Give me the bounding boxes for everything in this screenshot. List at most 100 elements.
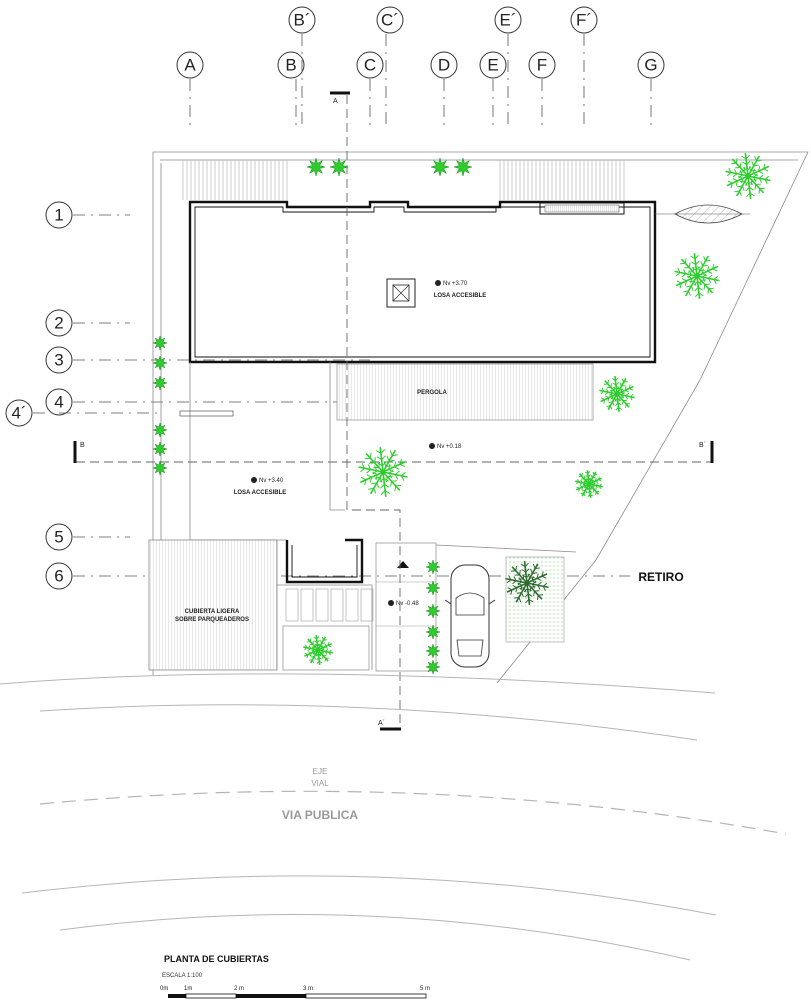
railing-left — [182, 160, 288, 200]
pergola: PERGOLA — [336, 363, 594, 421]
road-axis-line2: VIAL — [311, 779, 329, 788]
parking-stall — [360, 588, 374, 622]
driveway-level: Nv -0.48 — [396, 601, 419, 607]
section-a-end: A´ — [378, 720, 385, 727]
tree-icon — [303, 635, 333, 665]
parking-light-roof: CUBIERTA LIGERA SOBRE PARQUEADEROS — [148, 539, 278, 671]
grid-column-b: B — [277, 51, 305, 130]
section-b-end: B´ — [699, 442, 706, 449]
road-name: VIA PUBLICA — [282, 808, 359, 822]
grid-row-5: 5 — [45, 523, 130, 551]
tree-icon — [674, 253, 720, 299]
grid-column-c: C — [356, 51, 384, 130]
grid-row-label: 4 — [54, 393, 63, 412]
level-mark-lower-roof: Nv +3.40 — [251, 477, 284, 484]
parking-roof-line1: CUBIERTA LIGERA — [185, 609, 240, 615]
grid-row-label: 4´ — [11, 404, 26, 423]
section-line-a: A A´ — [330, 91, 401, 731]
grid-column-label: D — [438, 56, 450, 75]
tree-icon — [358, 447, 408, 497]
grid-column-label: C — [364, 56, 376, 75]
grid-column-label: B — [285, 56, 296, 75]
main-roof-level: Nv +3.70 — [443, 281, 468, 287]
vegetation — [152, 153, 771, 675]
shrub-icon — [425, 559, 441, 575]
grid-column-a: A — [176, 51, 204, 130]
section-line-b: B B´ — [73, 441, 714, 463]
grid-column-g: G — [637, 51, 665, 130]
shrub-icon — [425, 643, 441, 659]
parking-stalls — [285, 588, 374, 622]
grid-column-label: A — [184, 56, 196, 75]
grid-columns: A B B´ C C´ D E E´ F F´ G — [176, 6, 665, 130]
shrub-icon — [152, 441, 168, 457]
parking-stall — [345, 588, 359, 622]
direction-arrow — [397, 561, 409, 568]
grid-column-label: E´ — [500, 11, 517, 30]
lower-roof-level: Nv +3.40 — [259, 478, 284, 484]
grid-column-f-prime: F´ — [570, 6, 598, 130]
main-roof-name: LOSA ACCESIBLE — [434, 293, 487, 299]
grid-column-e-prime: E´ — [494, 6, 522, 130]
pergola-label: PERGOLA — [417, 390, 447, 396]
tree-icon — [575, 470, 603, 498]
setback-label: RETIRO — [638, 570, 683, 584]
grid-row-label: 5 — [54, 528, 63, 547]
scale-label-4: 5 m — [420, 986, 430, 992]
grid-row-4-prime: 4´ — [5, 399, 160, 427]
railing-right — [499, 160, 625, 200]
grid-column-label: B´ — [294, 11, 311, 30]
tree-icon — [599, 376, 635, 412]
parking-roof-line2: SOBRE PARQUEADEROS — [175, 617, 249, 623]
drawing-scale: ESCALA 1:100 — [162, 973, 203, 979]
shrub-icon — [329, 157, 349, 177]
tree-icon — [505, 561, 549, 605]
title-block: PLANTA DE CUBIERTAS ESCALA 1:100 0m 1m 2… — [160, 954, 430, 999]
shrub-icon — [430, 157, 450, 177]
parking-stall — [315, 588, 329, 622]
level-mark-driveway: Nv -0.48 — [388, 600, 419, 607]
grid-column-c-prime: C´ — [376, 6, 404, 130]
grid-row-6: 6 — [45, 562, 630, 590]
shrub-icon — [152, 355, 168, 371]
drawing-title: PLANTA DE CUBIERTAS — [164, 954, 269, 964]
grid-column-label: E — [487, 56, 498, 75]
shrub-icon — [306, 157, 326, 177]
patio-level: Nv +0.18 — [437, 444, 462, 450]
scale-label-2: 2 m — [234, 986, 244, 992]
shrub-icon — [152, 335, 168, 351]
grid-column-label: F — [537, 56, 547, 75]
parking-stall — [285, 588, 299, 622]
grid-row-1: 1 — [45, 201, 130, 229]
grid-row-4: 4 — [45, 388, 370, 416]
grid-row-label: 1 — [54, 206, 63, 225]
shrub-icon — [425, 624, 441, 640]
shrub-icon — [453, 157, 473, 177]
scale-label-3: 3 m — [303, 986, 313, 992]
grid-row-label: 2 — [54, 314, 63, 333]
shrub-icon — [152, 375, 168, 391]
grid-row-3: 3 — [45, 346, 370, 374]
level-mark-main-roof: Nv +3.70 — [435, 280, 468, 287]
scale-label-0: 0m — [160, 986, 168, 992]
level-mark-patio: Nv +0.18 — [429, 443, 462, 450]
grid-row-2: 2 — [45, 309, 130, 337]
grid-row-label: 3 — [54, 351, 63, 370]
public-road: EJE VIAL VIA PUBLICA — [0, 673, 787, 961]
shrub-icon — [152, 460, 168, 476]
grid-column-d: D — [430, 51, 458, 130]
road-axis-line1: EJE — [313, 767, 328, 776]
parking-stall — [300, 588, 314, 622]
shrub-icon — [425, 603, 441, 619]
lower-roof-name: LOSA ACCESIBLE — [234, 490, 287, 496]
scale-bar: 0m 1m 2 m 3 m 5 m — [160, 986, 430, 999]
grid-column-label: F´ — [576, 11, 592, 30]
shrub-icon — [152, 422, 168, 438]
skylight — [386, 278, 416, 308]
lower-roof: Nv +3.40 LOSA ACCESIBLE — [179, 362, 364, 584]
grid-column-label: C´ — [381, 11, 399, 30]
shrub-icon — [425, 580, 441, 596]
grid-column-b-prime: B´ — [288, 6, 316, 130]
planter-ellipse — [655, 204, 750, 224]
scale-label-1: 1m — [184, 986, 192, 992]
